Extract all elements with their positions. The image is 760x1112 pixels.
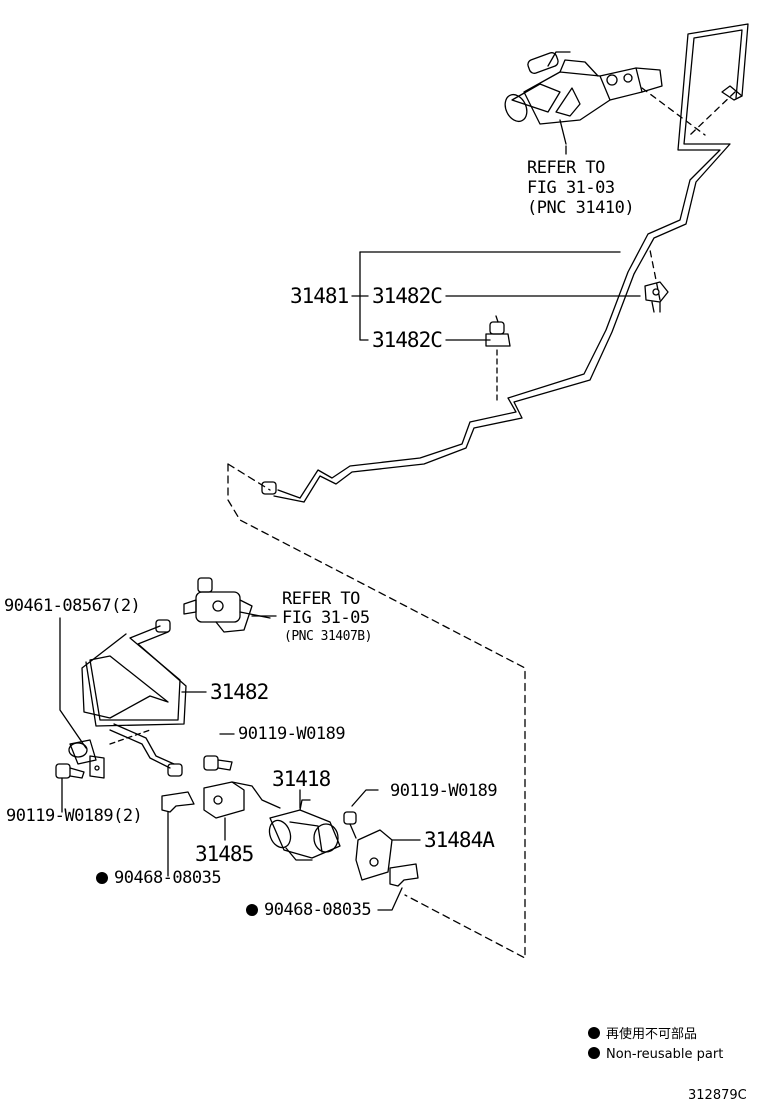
part-31482C-upper: 31482C — [372, 284, 443, 308]
clip-31482C-upper-icon — [644, 281, 669, 313]
part-31485: 31485 — [195, 842, 254, 866]
part-31481: 31481 — [290, 284, 349, 308]
tube-clamp-icon — [68, 739, 105, 779]
part-90468-08035-a: 90468-08035 — [96, 868, 222, 888]
refer-top-line3: (PNC 31410) — [527, 198, 635, 218]
dashed-guide-top — [641, 87, 736, 301]
brake-tube-31481 — [261, 23, 749, 503]
legend-en: Non-reusable part — [588, 1046, 723, 1064]
figure-id: 312879C — [688, 1088, 747, 1103]
brake-tube-31482 — [81, 619, 187, 777]
slave-cylinder-31418-icon — [268, 799, 341, 861]
non-reusable-dot-icon — [96, 872, 108, 884]
refer-mid-line1: REFER TO — [282, 589, 360, 609]
part-90119-W0189-a: 90119-W0189 — [238, 724, 346, 744]
non-reusable-dot-icon — [588, 1027, 600, 1039]
non-reusable-dot-icon — [246, 904, 258, 916]
refer-top-line1: REFER TO — [527, 158, 605, 178]
refer-top-line2: FIG 31-03 — [527, 178, 615, 198]
legend-jp: 再使用不可部品 — [588, 1026, 697, 1044]
refer-mid-line3: (PNC 31407B) — [284, 629, 372, 644]
part-31484A: 31484A — [424, 828, 495, 852]
clip-90468-right-icon — [389, 863, 419, 887]
bracket-31485-icon — [203, 781, 281, 819]
master-cylinder-icon — [504, 51, 663, 145]
leader-lines — [59, 615, 421, 911]
part-90468-08035-b: 90468-08035 — [246, 900, 372, 920]
bolt-icon — [203, 755, 233, 771]
part-90119-W0189-c: 90119-W0189(2) — [6, 806, 143, 826]
proportioning-valve-icon — [183, 577, 271, 633]
bracket-31484A-icon — [355, 829, 393, 881]
callout-31481 — [351, 251, 641, 341]
refer-mid-line2: FIG 31-05 — [282, 608, 370, 628]
part-31482: 31482 — [210, 680, 269, 704]
bolt-icon — [55, 763, 85, 813]
part-31418: 31418 — [272, 767, 331, 791]
part-31482C-lower: 31482C — [372, 328, 443, 352]
part-90119-W0189-b: 90119-W0189 — [390, 781, 498, 801]
clip-90468-left-icon — [161, 791, 195, 813]
dashed-region — [227, 463, 526, 959]
bolt-icon — [343, 811, 357, 839]
part-90461-08567: 90461-08567(2) — [4, 596, 141, 616]
clip-31482C-lower-icon — [485, 315, 511, 347]
non-reusable-dot-icon — [588, 1047, 600, 1059]
